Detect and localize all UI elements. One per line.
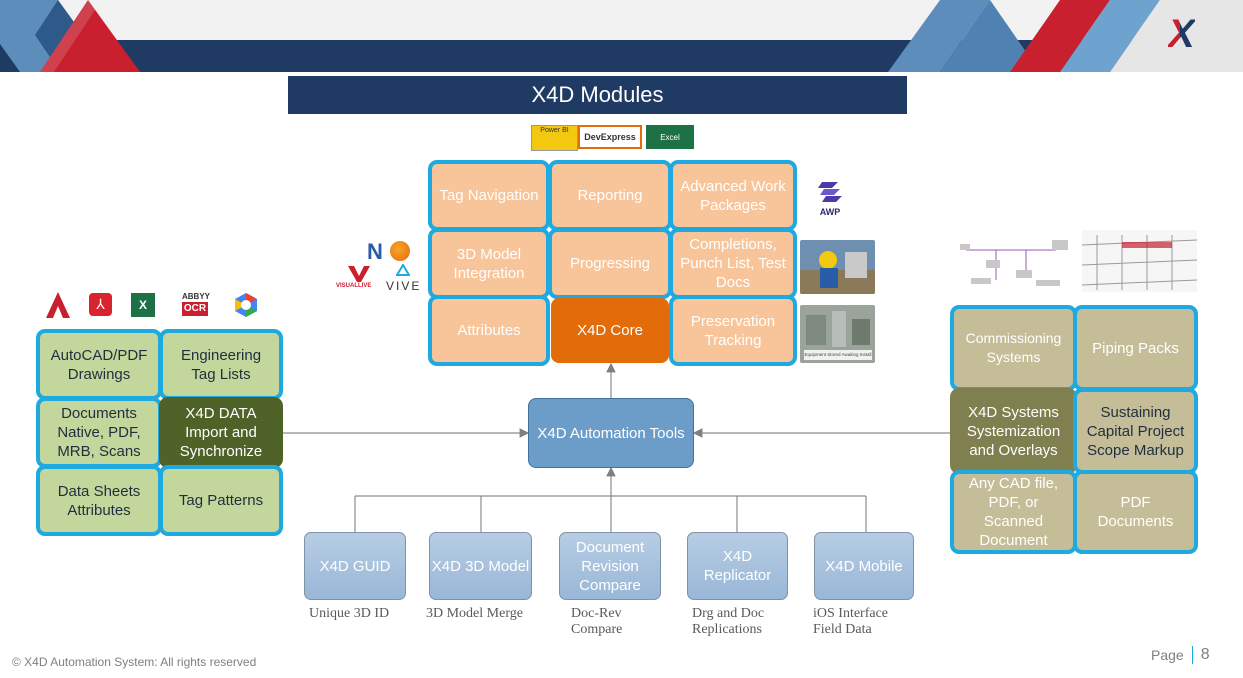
- x4d-data-label: X4D DATA Import and Synchronize: [179, 405, 263, 460]
- vive-logo-icon: [396, 264, 410, 276]
- brand-logo: X: [1168, 14, 1195, 54]
- attributes-module[interactable]: Attributes: [428, 295, 550, 366]
- tool-x4d-3d-model[interactable]: X4D 3D Model: [429, 532, 532, 600]
- tool-label: X4D 3D Model: [431, 557, 530, 575]
- attributes-label: Attributes: [457, 322, 521, 339]
- reporting-module[interactable]: Reporting: [548, 160, 672, 231]
- copyright-text: © X4D Automation System: All rights rese…: [12, 655, 257, 669]
- navisworks-logo: N: [367, 239, 383, 264]
- tool-label: X4D GUID: [319, 557, 391, 575]
- tool-x4d-mobile[interactable]: X4D Mobile: [814, 532, 914, 600]
- page-title: X4D Modules: [288, 76, 907, 114]
- excel-logo: Excel: [646, 125, 694, 149]
- tool-label: X4D Replicator: [703, 548, 772, 584]
- model-integration-module[interactable]: 3D Model Integration: [428, 228, 550, 299]
- steel-structure-image: [1082, 230, 1197, 292]
- awp-label: Advanced Work Packages: [680, 177, 786, 214]
- worker-photo: [800, 240, 875, 294]
- visuallive-logo: VISUALLIVE: [336, 282, 371, 290]
- any-cad-file-module[interactable]: Any CAD file, PDF, or Scanned Document: [950, 470, 1077, 554]
- datasheets-label: Data Sheets Attributes: [57, 482, 141, 519]
- tag-patterns-label: Tag Patterns: [178, 492, 264, 509]
- automation-tools-label: X4D Automation Tools: [537, 424, 685, 442]
- equipment-photo-caption: Equipment Stored Awaiting Install: [804, 350, 872, 360]
- x4d-core-module[interactable]: X4D Core: [551, 298, 669, 363]
- piping-label: Piping Packs: [1092, 339, 1179, 357]
- reporting-label: Reporting: [577, 187, 643, 204]
- autocad-icon: [46, 292, 70, 318]
- x4d-data-module[interactable]: X4D DATA Import and Synchronize: [159, 397, 283, 468]
- autocad-pdf-drawings-module[interactable]: AutoCAD/PDF Drawings: [36, 329, 162, 400]
- tool-caption: Drg and Doc Replications: [692, 606, 765, 637]
- page-title-text: X4D Modules: [531, 82, 664, 107]
- brand-logo-text: X: [1168, 12, 1195, 56]
- any-cad-label: Any CAD file, PDF, or Scanned Document: [968, 475, 1059, 549]
- awp-logo: AWP: [813, 180, 847, 220]
- cloud-vision-icon: [235, 293, 257, 317]
- completions-module[interactable]: Completions, Punch List, Test Docs: [669, 228, 797, 299]
- visuallive-logo-text: VISUALLIVE: [336, 283, 372, 289]
- page-number: 8: [1200, 646, 1210, 663]
- progressing-module[interactable]: Progressing: [548, 228, 672, 299]
- engineering-label: Engineering Tag Lists: [180, 346, 262, 383]
- autocad-label: AutoCAD/PDF Drawings: [50, 346, 148, 383]
- abbyy-label: ABBYY: [182, 292, 211, 301]
- excel-logo-text: Excel: [660, 132, 680, 142]
- x4d-core-label: X4D Core: [577, 322, 643, 339]
- devexpress-logo-text: DevExpress: [584, 132, 636, 142]
- documents-label: Documents Native, PDF, MRB, Scans: [57, 405, 141, 460]
- pdf-docs-label: PDF Documents: [1097, 494, 1174, 530]
- schematic-image: [956, 230, 1074, 292]
- acrobat-icon: ⅄: [89, 293, 112, 316]
- completions-label: Completions, Punch List, Test Docs: [680, 236, 786, 291]
- tool-caption: iOS Interface Field Data: [813, 606, 889, 637]
- preservation-tracking-module[interactable]: Preservation Tracking: [669, 295, 797, 366]
- visuallive-logo-icon: [348, 266, 370, 282]
- tag-navigation-module[interactable]: Tag Navigation: [428, 160, 550, 231]
- tool-document-revision-compare[interactable]: Document Revision Compare: [559, 532, 661, 600]
- vive-logo: VIVE: [386, 279, 421, 293]
- tool-caption: Doc-Rev Compare: [571, 606, 623, 637]
- header-band: [0, 0, 1243, 72]
- advanced-work-packages-module[interactable]: Advanced Work Packages: [669, 160, 797, 231]
- ocr-label: OCR: [182, 302, 208, 316]
- piping-packs-module[interactable]: Piping Packs: [1073, 305, 1198, 391]
- tool-caption: Unique 3D ID: [309, 606, 390, 621]
- abbyy-ocr-logo: ABBYY OCR: [182, 292, 211, 318]
- tag-navigation-label: Tag Navigation: [439, 187, 539, 204]
- documents-module[interactable]: Documents Native, PDF, MRB, Scans: [36, 397, 162, 468]
- sustaining-label: Sustaining Capital Project Scope Markup: [1086, 403, 1185, 459]
- preservation-label: Preservation Tracking: [690, 312, 776, 349]
- page-label: Page: [1151, 647, 1184, 663]
- x4d-systems-module[interactable]: X4D Systems Systemization and Overlays: [950, 388, 1077, 474]
- data-sheets-module[interactable]: Data Sheets Attributes: [36, 465, 162, 536]
- page-divider: [1191, 646, 1193, 664]
- automation-tools-box[interactable]: X4D Automation Tools: [528, 398, 694, 468]
- tool-x4d-guid[interactable]: X4D GUID: [304, 532, 406, 600]
- tool-caption: 3D Model Merge: [426, 606, 523, 621]
- excel-icon: X: [131, 293, 155, 317]
- page-indicator: Page 8: [1151, 646, 1210, 664]
- tag-patterns-module[interactable]: Tag Patterns: [159, 465, 283, 536]
- commissioning-label: Commissioning Systems: [965, 330, 1062, 365]
- tool-label: Document Revision Compare: [575, 538, 645, 594]
- progressing-label: Progressing: [569, 255, 651, 272]
- pdf-documents-module[interactable]: PDF Documents: [1073, 470, 1198, 554]
- powerbi-logo-text: Power BI: [540, 127, 569, 134]
- sustaining-capital-module[interactable]: Sustaining Capital Project Scope Markup: [1073, 388, 1198, 474]
- equipment-photo-caption-text: Equipment Stored Awaiting Install: [804, 352, 872, 357]
- sphere-logo: [390, 241, 410, 261]
- x4d-systems-label: X4D Systems Systemization and Overlays: [966, 403, 1061, 459]
- powerbi-logo: Power BI: [531, 125, 578, 151]
- engineering-tag-lists-module[interactable]: Engineering Tag Lists: [159, 329, 283, 400]
- commissioning-systems-module[interactable]: Commissioning Systems: [950, 305, 1077, 391]
- devexpress-logo: DevExpress: [578, 125, 642, 149]
- tool-x4d-replicator[interactable]: X4D Replicator: [687, 532, 788, 600]
- awp-logo-icon: [818, 182, 842, 202]
- awp-logo-text: AWP: [819, 207, 841, 217]
- model-integration-label: 3D Model Integration: [453, 245, 525, 282]
- vive-logo-text: VIVE: [386, 279, 422, 293]
- tool-label: X4D Mobile: [825, 557, 903, 575]
